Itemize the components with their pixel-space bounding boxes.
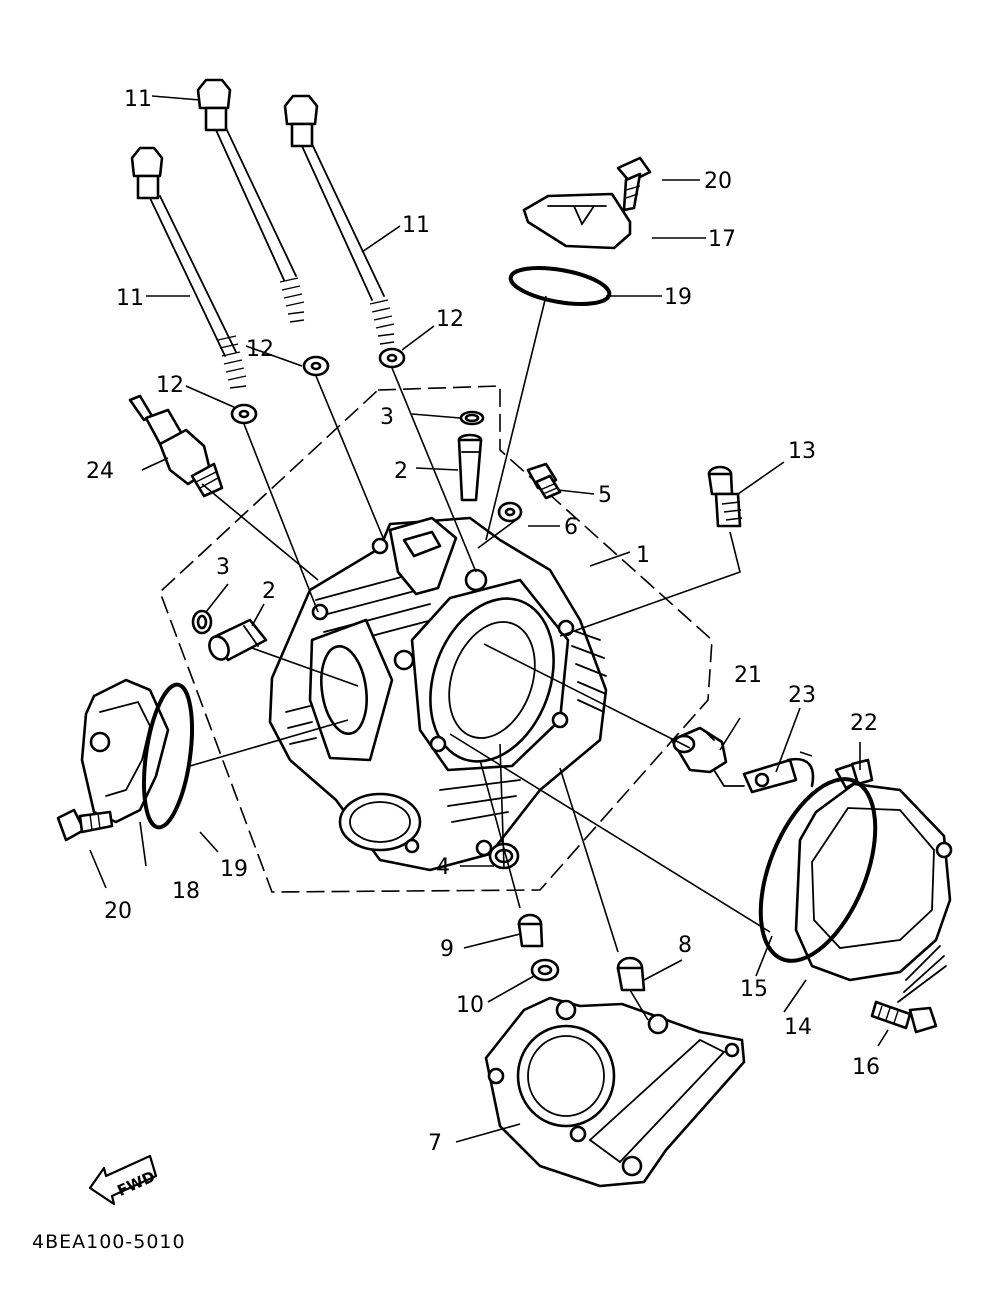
callout-23: 23: [788, 683, 816, 708]
callout-7: 7: [428, 1131, 442, 1156]
part-21: [670, 726, 745, 787]
part-23: [742, 757, 815, 794]
callout-3-top: 3: [380, 405, 394, 430]
callout-1: 1: [636, 543, 650, 568]
clip-top: [459, 410, 485, 426]
washer-10: [530, 958, 560, 982]
callout-22: 22: [850, 711, 878, 736]
valve-guide-left: [208, 618, 268, 662]
dowel-9: [517, 913, 544, 948]
valve-guide-top: [457, 433, 483, 502]
head-bolt-right: [283, 94, 395, 345]
assembly-boundary: [159, 385, 713, 893]
callout-3-left: 3: [216, 555, 230, 580]
callout-13: 13: [788, 439, 816, 464]
head-bolt-left: [130, 146, 247, 389]
bolt-13: [707, 465, 743, 528]
o-ring-right: [758, 777, 878, 963]
callout-12-right: 12: [436, 307, 464, 332]
dowel-8: [616, 956, 646, 992]
callout-21: 21: [734, 663, 762, 688]
cylinder-head-gasket: [484, 996, 746, 1188]
callout-leaders: [89, 95, 889, 1143]
clip-left: [191, 609, 213, 635]
callout-2-top: 2: [394, 459, 408, 484]
bolt-5: [526, 462, 562, 500]
callout-5: 5: [598, 483, 612, 508]
washer-middle: [302, 355, 330, 377]
reference-lines: [189, 295, 813, 1021]
callout-4: 4: [436, 855, 450, 880]
washer-left: [230, 403, 258, 425]
washer-6: [497, 501, 523, 523]
head-bolt-middle: [196, 78, 305, 323]
callout-2-left: 2: [262, 579, 276, 604]
washer-right: [378, 347, 406, 369]
cylinder-head: [268, 516, 608, 872]
callout-19-left: 19: [220, 857, 248, 882]
callout-18: 18: [172, 879, 200, 904]
callout-20-top: 20: [704, 169, 732, 194]
diagram-code: 4BEA100-5010: [32, 1231, 186, 1253]
callout-11-top: 11: [124, 87, 152, 112]
callout-24: 24: [86, 459, 114, 484]
callout-10: 10: [456, 993, 484, 1018]
fwd-arrow: FWD: [88, 1154, 158, 1206]
o-ring-top: [508, 266, 612, 306]
callout-20-left: 20: [104, 899, 132, 924]
callout-12-left: 12: [156, 373, 184, 398]
callout-9: 9: [440, 937, 454, 962]
bolt-16: [870, 1000, 938, 1034]
callout-19-top: 19: [664, 285, 692, 310]
callout-11-right: 11: [402, 213, 430, 238]
callout-15: 15: [740, 977, 768, 1002]
callout-6: 6: [564, 515, 578, 540]
spark-plug: [128, 394, 224, 498]
cover-bolt-left: [56, 808, 114, 842]
callout-12-middle: 12: [246, 337, 274, 362]
callout-14: 14: [784, 1015, 812, 1040]
callout-8: 8: [678, 933, 692, 958]
tappet-cover-top: [522, 192, 632, 250]
callout-16: 16: [852, 1055, 880, 1080]
tappet-cover-right: [794, 782, 953, 1003]
callout-11-left: 11: [116, 286, 144, 311]
o-ring-left: [142, 682, 194, 830]
callout-17: 17: [708, 227, 736, 252]
tappet-cover-left: [80, 678, 170, 824]
cover-bolt-top: [616, 156, 652, 212]
